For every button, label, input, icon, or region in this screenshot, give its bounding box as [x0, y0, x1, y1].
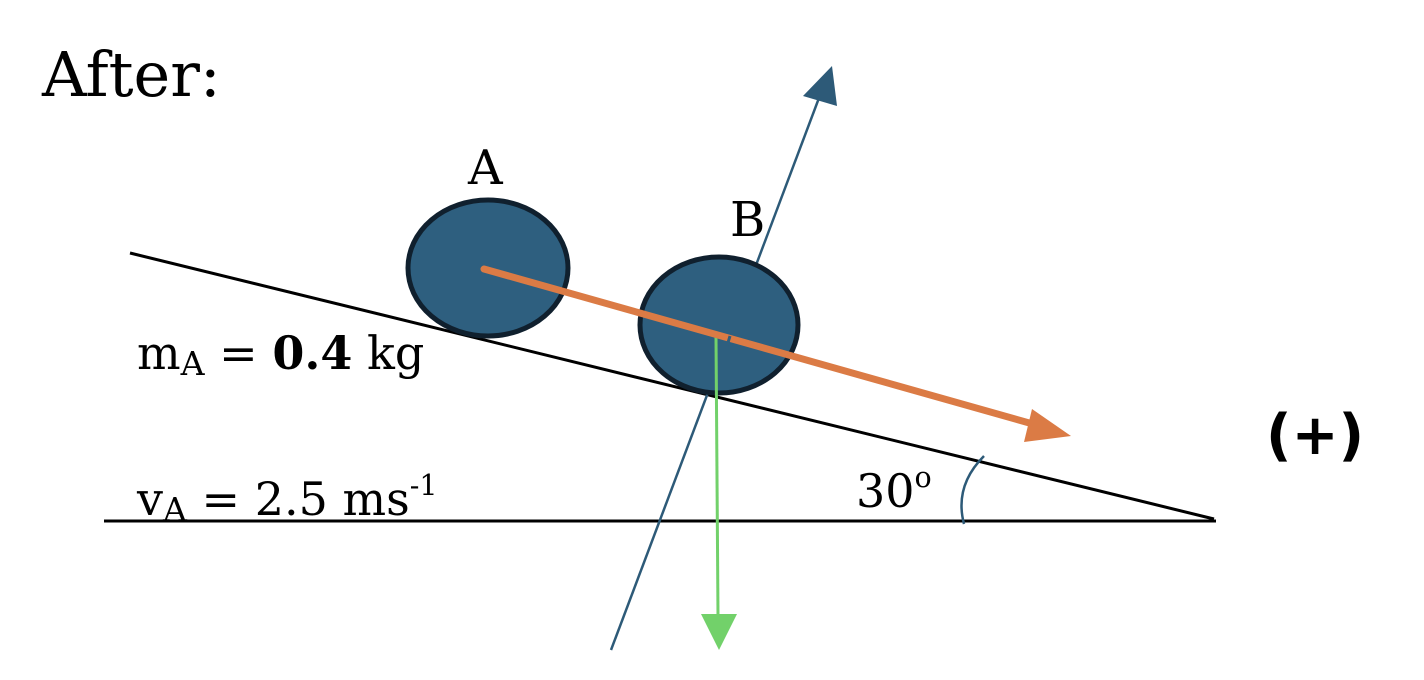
incline-angle-label: 30o [856, 461, 932, 514]
mass-subscript: A [180, 343, 205, 383]
diagram-heading: After: [42, 38, 221, 111]
mass-equals: = [204, 326, 273, 380]
incline-surface [129, 251, 1215, 521]
velocity-unit-exponent: -1 [409, 469, 438, 502]
mass-value: 0.4 [272, 326, 353, 380]
normal-axis-arrowhead [803, 66, 837, 106]
weight-arrowhead [701, 614, 737, 650]
velocity-equals: = [186, 471, 255, 526]
ball-a-label: A [468, 140, 503, 196]
angle-value: 30 [856, 463, 915, 518]
ball-b [637, 254, 801, 396]
mass-equation: mA = 0.4 kg [137, 330, 424, 380]
angle-arc [960, 455, 985, 525]
velocity-unit: ms [327, 471, 410, 526]
ball-b-label: B [730, 192, 766, 248]
mass-symbol: m [137, 326, 181, 380]
mass-unit: kg [352, 326, 425, 380]
velocity-symbol: v [137, 471, 163, 526]
velocity-subscript: A [163, 489, 187, 529]
motion-arrow-shaft [480, 265, 1044, 430]
motion-arrowhead [1024, 409, 1071, 442]
weight-arrow-shaft [714, 336, 720, 617]
motion-arrow-tick [725, 335, 732, 347]
velocity-equation: vA = 2.5 ms-1 [137, 469, 438, 529]
positive-direction-label: (+) [1266, 403, 1365, 468]
velocity-value: 2.5 [254, 471, 328, 526]
angle-degree-mark: o [914, 461, 932, 494]
